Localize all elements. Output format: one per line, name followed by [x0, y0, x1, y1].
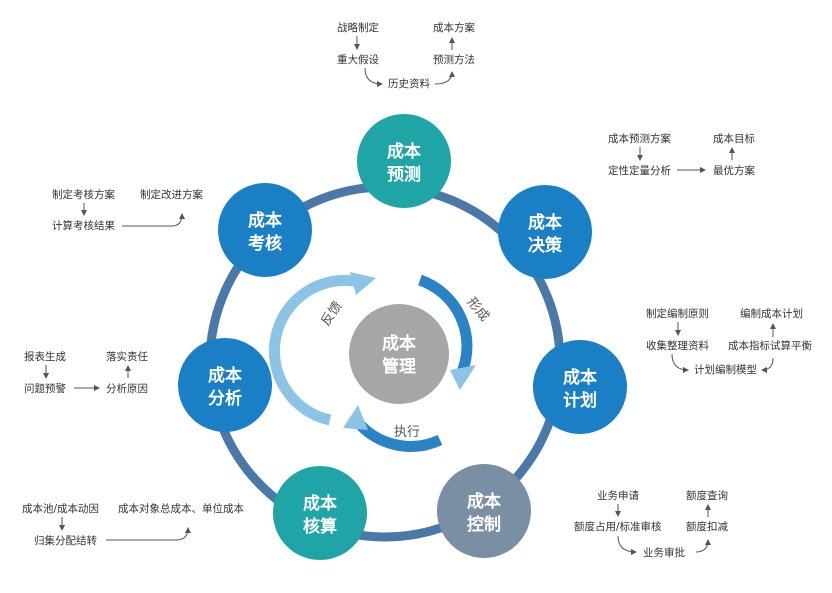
svg-text:成本: 成本: [248, 210, 282, 231]
feedback-arrow: [268, 274, 362, 426]
detail-decide: 成本预测方案 定性定量分析 最优方案 成本目标: [608, 132, 755, 177]
center-label-line1: 成本: [382, 333, 416, 354]
node-cost-analyze: 成本 分析: [178, 338, 272, 432]
svg-text:战略制定: 战略制定: [337, 21, 379, 34]
detail-control: 业务申请 额度占用/标准审核 业务审批 额度扣减 额度查询: [574, 489, 728, 559]
node-cost-decide: 成本 决策: [498, 185, 592, 279]
feedback-label: 反馈: [319, 299, 346, 329]
svg-text:业务申请: 业务申请: [597, 489, 639, 502]
svg-text:额度查询: 额度查询: [686, 489, 728, 502]
svg-text:最优方案: 最优方案: [713, 164, 755, 177]
detail-analyze: 报表生成 问题预警 分析原因 落实责任: [24, 350, 148, 395]
center-label-line2: 管理: [382, 356, 416, 377]
svg-text:计划编制模型: 计划编制模型: [694, 363, 757, 376]
svg-text:额度占用/标准审核: 额度占用/标准审核: [574, 520, 662, 533]
svg-text:制定改进方案: 制定改进方案: [140, 188, 203, 201]
svg-text:计算考核结果: 计算考核结果: [52, 219, 115, 232]
svg-text:决策: 决策: [528, 235, 563, 256]
svg-text:分析: 分析: [208, 388, 242, 409]
svg-text:成本池/成本动因: 成本池/成本动因: [22, 502, 99, 515]
detail-assess: 制定考核方案 计算考核结果 制定改进方案: [52, 188, 203, 232]
svg-text:预测: 预测: [387, 164, 421, 185]
svg-text:成本: 成本: [528, 212, 562, 233]
svg-text:制定考核方案: 制定考核方案: [52, 188, 115, 201]
svg-text:成本: 成本: [467, 491, 501, 512]
detail-plan: 制定编制原则 收集整理资料 计划编制模型 成本指标试算平衡 编制成本计划: [646, 307, 812, 376]
svg-text:计划: 计划: [563, 390, 597, 411]
svg-text:预测方法: 预测方法: [433, 53, 475, 66]
detail-predict: 战略制定 重大假设 历史资料 预测方法 成本方案: [337, 21, 475, 90]
svg-text:成本: 成本: [387, 141, 421, 162]
svg-text:归集分配结转: 归集分配结转: [34, 534, 97, 547]
svg-text:报表生成: 报表生成: [24, 350, 66, 363]
svg-text:成本: 成本: [303, 493, 337, 514]
svg-text:分析原因: 分析原因: [106, 382, 148, 395]
center-node: [349, 304, 449, 404]
svg-text:定性定量分析: 定性定量分析: [608, 164, 671, 177]
node-cost-assess: 成本 考核: [218, 183, 312, 277]
svg-text:历史资料: 历史资料: [388, 77, 430, 90]
svg-text:核算: 核算: [303, 516, 337, 537]
svg-text:成本目标: 成本目标: [713, 132, 755, 145]
svg-text:制定编制原则: 制定编制原则: [646, 307, 709, 320]
svg-text:成本预测方案: 成本预测方案: [608, 132, 671, 145]
svg-text:控制: 控制: [467, 514, 501, 535]
svg-text:额度扣减: 额度扣减: [686, 520, 728, 533]
svg-text:成本对象总成本、单位成本: 成本对象总成本、单位成本: [118, 502, 244, 515]
detail-account: 成本池/成本动因 归集分配结转 成本对象总成本、单位成本: [22, 502, 244, 547]
svg-text:收集整理资料: 收集整理资料: [646, 339, 709, 352]
center-cycle-arrows: [268, 272, 476, 452]
form-arrow: [418, 274, 473, 375]
svg-text:成本: 成本: [563, 367, 597, 388]
svg-text:成本指标试算平衡: 成本指标试算平衡: [728, 339, 812, 352]
node-cost-account: 成本 核算: [273, 466, 367, 560]
svg-text:业务审批: 业务审批: [643, 546, 685, 559]
svg-text:落实责任: 落实责任: [106, 350, 148, 363]
node-cost-predict: 成本 预测: [357, 114, 451, 208]
svg-text:重大假设: 重大假设: [337, 53, 379, 66]
svg-text:成本方案: 成本方案: [433, 21, 475, 34]
node-cost-plan: 成本 计划: [533, 340, 627, 434]
svg-text:考核: 考核: [247, 233, 282, 254]
execute-label: 执行: [394, 425, 420, 440]
node-cost-control: 成本 控制: [437, 464, 531, 558]
svg-text:编制成本计划: 编制成本计划: [740, 307, 803, 320]
svg-text:成本: 成本: [208, 365, 242, 386]
svg-text:问题预警: 问题预警: [24, 382, 66, 395]
